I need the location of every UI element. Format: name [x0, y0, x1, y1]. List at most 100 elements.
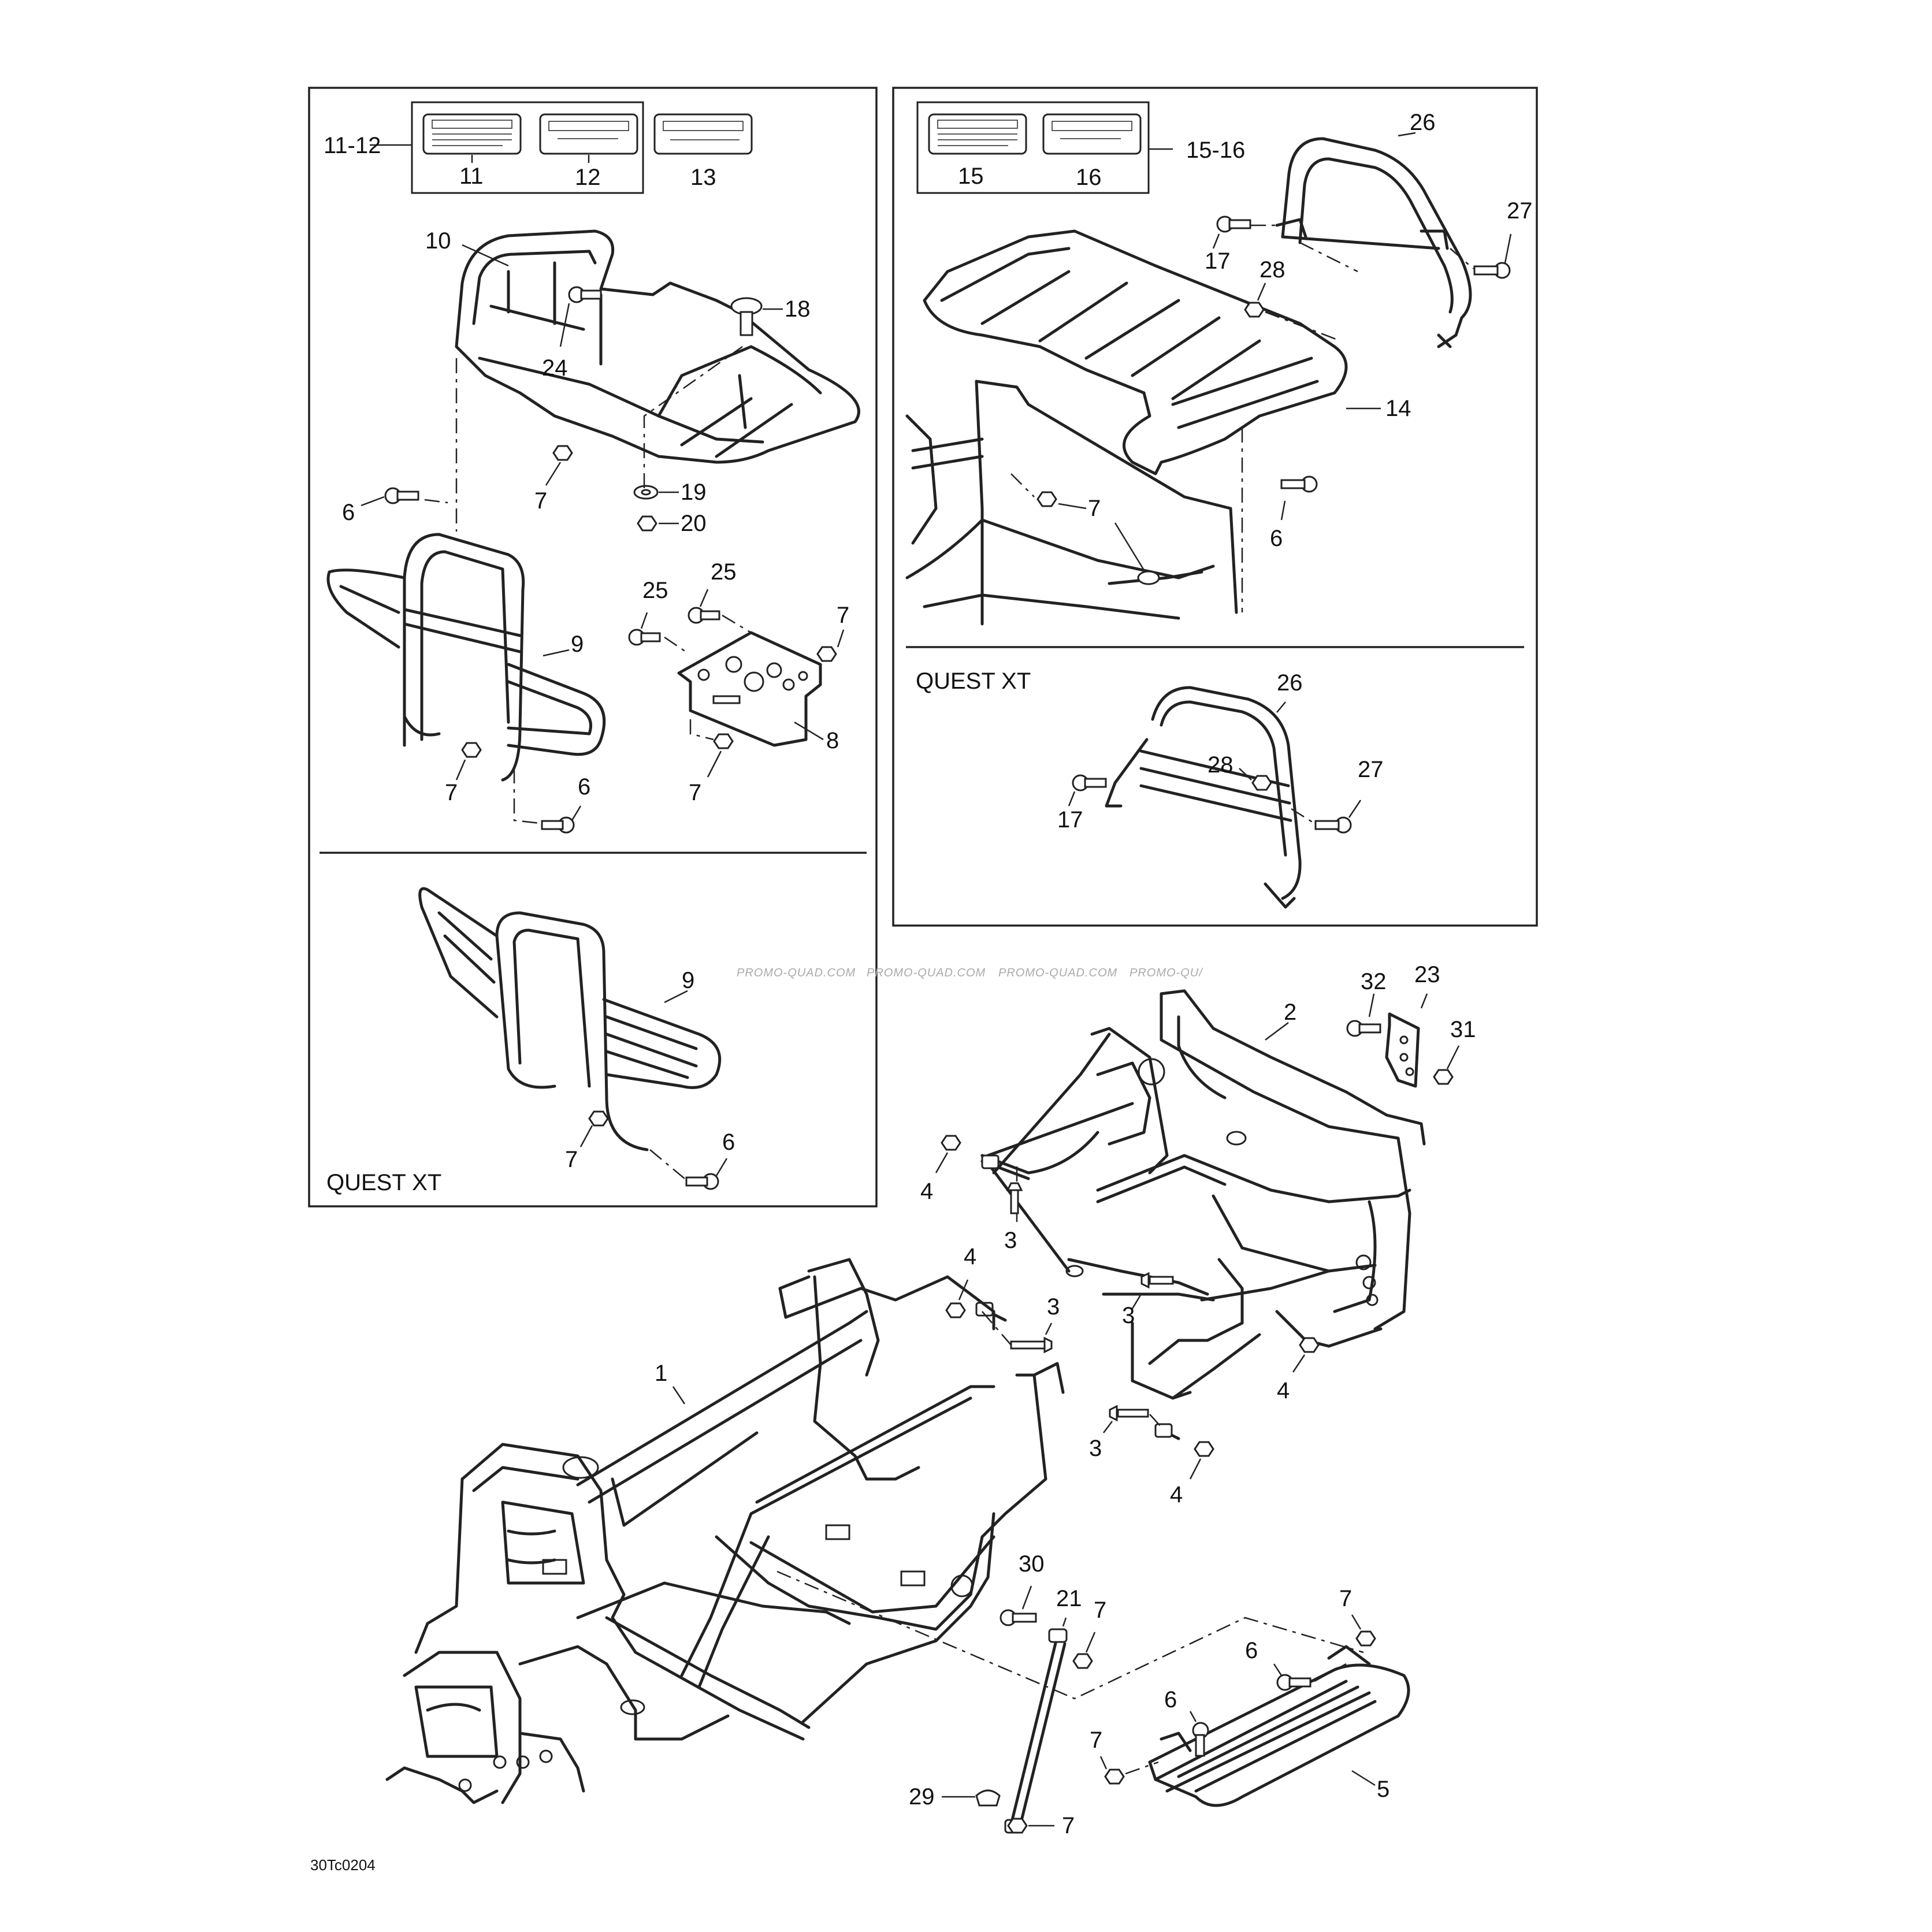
- callout-7a: 7: [534, 488, 547, 514]
- bolt-32: [1346, 1020, 1381, 1037]
- bolt-6-rear: [1280, 475, 1318, 493]
- rear-subframe: [980, 989, 1426, 1400]
- bolt-6-xt: [685, 1173, 719, 1190]
- callout-17-xt: 17: [1057, 807, 1083, 833]
- nut-4a: [941, 1135, 961, 1151]
- rear-frame-fragment: [905, 380, 1238, 626]
- callout-26-rear: 26: [1410, 110, 1436, 135]
- svg-text:PROMO-QUAD.COM: PROMO-QUAD.COM: [867, 967, 986, 979]
- nut-7-plate-a: [816, 646, 837, 662]
- nut-4b: [945, 1302, 966, 1318]
- decal-group-box-rear: [916, 101, 1150, 194]
- bolt-24: [568, 286, 602, 303]
- callout-3d: 3: [1089, 1436, 1102, 1461]
- callout-20: 20: [681, 511, 707, 536]
- cap-29: [975, 1789, 1001, 1807]
- nut-28-xt: [1251, 775, 1272, 791]
- callout-11: 11: [459, 164, 484, 189]
- callout-4d: 4: [1170, 1482, 1183, 1507]
- push-rivet-18: [730, 297, 763, 336]
- decal-group-box-front: [411, 101, 644, 194]
- callout-15-16: 15-16: [1186, 138, 1245, 163]
- front-rack-panel: [308, 87, 878, 1208]
- bolt-3c: [1140, 1272, 1174, 1289]
- callout-6-foot-a: 6: [1245, 1638, 1258, 1663]
- callout-6-xt: 6: [722, 1130, 735, 1155]
- callout-29: 29: [909, 1784, 935, 1810]
- callout-7-plate-b: 7: [689, 780, 701, 805]
- callout-4a: 4: [920, 1179, 933, 1204]
- bolt-27-xt: [1314, 816, 1352, 834]
- nut-4c: [1299, 1337, 1320, 1353]
- bolt-6-upper: [384, 487, 419, 504]
- callout-6-rear: 6: [1270, 526, 1283, 551]
- callout-10: 10: [425, 228, 451, 254]
- winch-plate: [677, 631, 822, 747]
- callout-32: 32: [1361, 969, 1387, 994]
- callout-8: 8: [826, 728, 839, 753]
- svg-text:PROMO-QUAD.COM: PROMO-QUAD.COM: [737, 967, 856, 979]
- callout-7-bumper: 7: [445, 780, 458, 805]
- footrest: [1148, 1645, 1410, 1807]
- decal-15: [928, 113, 1027, 155]
- nut-7-rod-bottom: [1007, 1818, 1028, 1834]
- callout-14: 14: [1385, 396, 1411, 421]
- callout-23: 23: [1414, 962, 1440, 987]
- callout-28-rear: 28: [1259, 257, 1285, 283]
- nut-31: [1433, 1069, 1454, 1085]
- decal-12: [539, 113, 638, 155]
- callout-25b: 25: [711, 559, 737, 585]
- bolt-3d: [1109, 1405, 1149, 1422]
- nut-4d: [1194, 1441, 1214, 1457]
- callout-7-rod-bottom: 7: [1062, 1813, 1075, 1838]
- callout-4b: 4: [964, 1244, 976, 1269]
- nut-7-plate-b: [713, 733, 734, 749]
- callout-28-xt: 28: [1208, 752, 1233, 778]
- callout-7-rod-top: 7: [1094, 1597, 1106, 1623]
- bolt-6-foot-a: [1276, 1674, 1311, 1691]
- nut-7-foot-b: [1104, 1768, 1125, 1785]
- rear-rack: [923, 229, 1348, 475]
- rear-rack-panel: [892, 87, 1538, 927]
- bolt-3a: [1006, 1182, 1023, 1214]
- callout-7-rear: 7: [1088, 496, 1101, 521]
- nut-20: [637, 515, 657, 532]
- callout-15: 15: [958, 164, 984, 189]
- nut-7-rear-a: [1036, 491, 1057, 507]
- front-bumper: [326, 533, 606, 782]
- callout-3a: 3: [1004, 1228, 1017, 1253]
- nut-7-rod-top: [1072, 1653, 1093, 1669]
- callout-19: 19: [681, 480, 707, 505]
- main-frame: [385, 1258, 1065, 1804]
- bolt-17-xt: [1072, 774, 1107, 792]
- callout-13: 13: [690, 165, 716, 190]
- callout-12: 12: [575, 165, 601, 190]
- callout-6-foot-b: 6: [1164, 1687, 1177, 1712]
- section-label-front-quest-xt: QUEST XT: [326, 1170, 441, 1195]
- sub-frame-bolts: [975, 1154, 1180, 1440]
- callout-11-12: 11-12: [324, 133, 381, 158]
- support-bracket-23: [1385, 1012, 1420, 1088]
- front-bumper-quest-xt: [418, 887, 722, 1151]
- callout-3c: 3: [1122, 1303, 1135, 1328]
- decal-13: [653, 113, 753, 155]
- washer-rear: [1137, 570, 1160, 585]
- bolt-6-foot-b: [1192, 1722, 1209, 1757]
- drawing-code: 30Tc0204: [310, 1856, 376, 1874]
- rear-guard-quest-xt: [1105, 686, 1302, 909]
- callout-3b: 3: [1047, 1294, 1060, 1320]
- section-label-rear-quest-xt: QUEST XT: [916, 668, 1031, 694]
- callout-9-xt: 9: [682, 968, 694, 993]
- callout-18: 18: [785, 296, 811, 322]
- callout-5: 5: [1377, 1777, 1389, 1802]
- nut-7-xt: [588, 1110, 609, 1127]
- bolt-25a: [628, 629, 661, 646]
- front-rack: [455, 229, 860, 464]
- decal-11: [422, 113, 522, 155]
- support-rod: [1004, 1628, 1068, 1834]
- bolt-6-lower: [541, 816, 575, 834]
- callout-2: 2: [1284, 1000, 1296, 1025]
- callout-4c: 4: [1277, 1378, 1290, 1403]
- callout-31: 31: [1450, 1017, 1476, 1042]
- bolt-27-rear: [1473, 262, 1511, 279]
